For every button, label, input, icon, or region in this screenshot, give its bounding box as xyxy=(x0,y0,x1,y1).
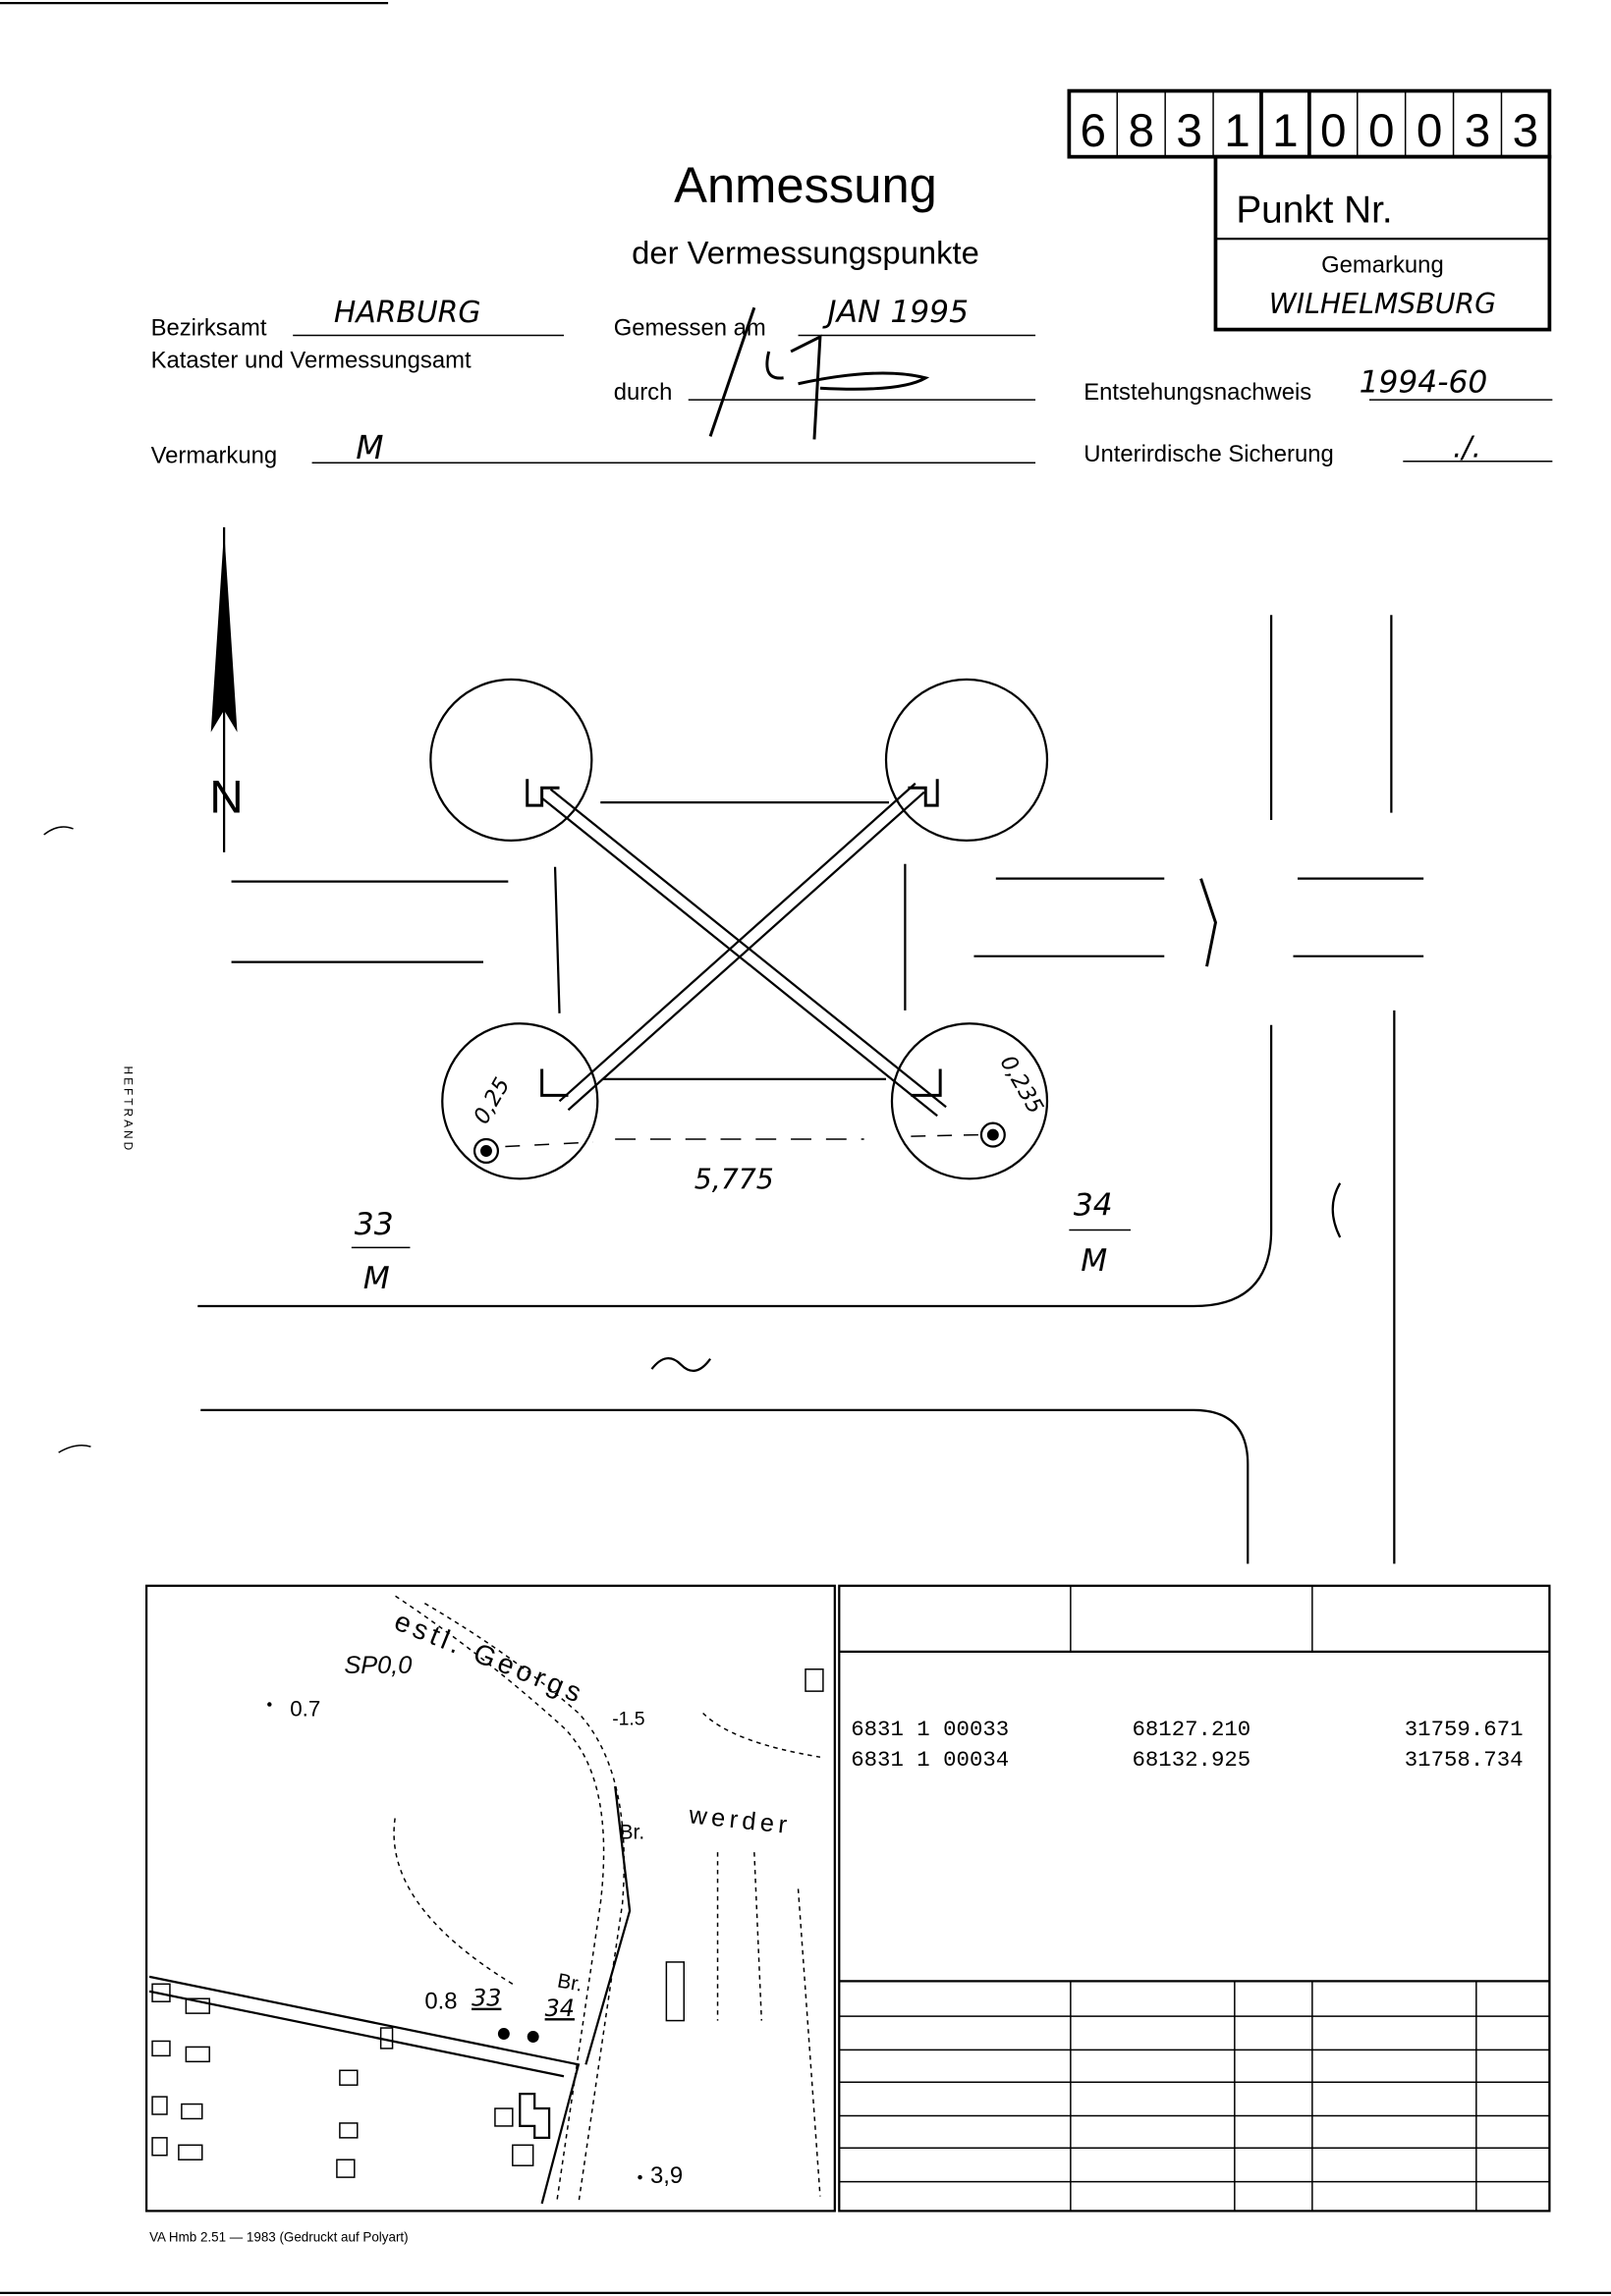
dashed-offset-line xyxy=(911,1133,978,1137)
bezirksamt-value: HARBURG xyxy=(334,296,481,330)
map-label-height: 3,9 xyxy=(650,2162,683,2189)
gemarkung-label: Gemarkung xyxy=(1321,251,1444,278)
diagonal-measure-lines xyxy=(540,782,947,1118)
digit-cell: 1 xyxy=(1224,105,1250,157)
survey-point-marker-icon xyxy=(979,1121,1006,1148)
reference-square xyxy=(553,801,907,1081)
street-name-georgs: estl. Georgs xyxy=(390,1606,589,1711)
circle-bottom-left xyxy=(441,1022,599,1180)
location-map: estl. Georgs werder SP0,0 0.7 -1.5 Br. B… xyxy=(144,1584,836,2213)
gemarkung-value: WILHELMSBURG xyxy=(1269,288,1496,320)
digit-cell: 1 xyxy=(1272,105,1299,157)
circle-top-left xyxy=(429,678,593,843)
north-label: N xyxy=(209,772,243,824)
map-lines xyxy=(393,1595,821,2205)
dist-left: 0,25 xyxy=(469,1073,515,1128)
survey-point-marker-icon xyxy=(472,1137,500,1165)
point-right-mark: M xyxy=(1081,1243,1107,1279)
distance-label: 5,775 xyxy=(694,1164,774,1196)
vermarkung-label: Vermarkung xyxy=(151,442,278,468)
map-building-blocks xyxy=(151,1668,824,2178)
digit-cell: 3 xyxy=(1513,105,1539,157)
gemessen-label: Gemessen am xyxy=(614,315,766,342)
entstehung-label: Entstehungsnachweis xyxy=(1083,379,1311,406)
signature xyxy=(708,306,930,440)
point-left-mark: M xyxy=(363,1261,390,1296)
map-label-height: -1.5 xyxy=(612,1708,644,1729)
point-right-number: 34 xyxy=(1074,1188,1113,1224)
coord-x: 68132.925 xyxy=(1132,1747,1250,1773)
bezirksamt-label: Bezirksamt xyxy=(151,315,267,342)
digit-cell: 0 xyxy=(1320,105,1347,157)
table-frame xyxy=(838,1584,1551,2213)
gemessen-value: JAN 1995 xyxy=(821,295,969,330)
building-corner-icon xyxy=(911,1068,942,1097)
map-label-height: 0.7 xyxy=(290,1696,320,1721)
circle-bottom-right xyxy=(890,1022,1049,1180)
map-solid-lines xyxy=(148,1785,632,2205)
street-name-werder: werder xyxy=(687,1801,793,1839)
table-row: 6831 1 00033 68127.210 31759.671 xyxy=(851,1717,1523,1742)
form-footer: VA Hmb 2.51 — 1983 (Gedruckt auf Polyart… xyxy=(149,2230,409,2245)
digit-cell: 6 xyxy=(1081,105,1107,157)
map-point-marker-icon xyxy=(527,2031,539,2043)
map-point-33: 33 xyxy=(472,1985,501,2012)
vermarkung-value: M xyxy=(356,429,383,466)
kataster-label: Kataster und Vermessungsamt xyxy=(151,347,472,373)
sicherung-value: ./. xyxy=(1453,430,1481,465)
building-corner-icon xyxy=(540,1068,569,1097)
circle-top-right xyxy=(884,678,1049,843)
point-id: 6831 1 00034 xyxy=(851,1747,1009,1773)
map-label-br: Br. xyxy=(556,1970,584,1996)
street-lines xyxy=(197,615,1424,1564)
map-dot xyxy=(638,2174,642,2180)
north-arrow-icon: N xyxy=(209,526,244,852)
table-row: 6831 1 00034 68132.925 31758.734 xyxy=(851,1747,1523,1773)
digit-cell: 0 xyxy=(1368,105,1395,157)
durch-label: durch xyxy=(614,379,673,406)
map-label-br: Br. xyxy=(620,1822,645,1844)
punkt-frame xyxy=(1213,154,1552,332)
punkt-box: Punkt Nr. Gemarkung WILHELMSBURG xyxy=(1213,154,1552,332)
entstehung-value: 1994-60 xyxy=(1360,365,1488,401)
point-left-number: 33 xyxy=(355,1207,394,1242)
dist-right: 0,235 xyxy=(995,1051,1049,1118)
building-corner-icon xyxy=(526,779,560,807)
digit-cell: 0 xyxy=(1417,105,1443,157)
building-corner-icon xyxy=(908,779,939,807)
dashed-offset-line xyxy=(505,1141,593,1148)
page-subtitle: der Vermessungspunkte xyxy=(632,234,979,270)
map-point-marker-icon xyxy=(497,2028,510,2040)
map-frame xyxy=(144,1584,836,2213)
punkt-label: Punkt Nr. xyxy=(1236,190,1392,232)
map-label-height: 0.8 xyxy=(424,1989,457,2015)
coord-x: 68127.210 xyxy=(1132,1717,1250,1742)
coord-y: 31759.671 xyxy=(1405,1717,1524,1742)
map-label-sp: SP0,0 xyxy=(344,1652,412,1679)
map-point-34: 34 xyxy=(545,1995,575,2022)
sicherung-label: Unterirdische Sicherung xyxy=(1083,441,1333,467)
digit-cell: 8 xyxy=(1128,105,1154,157)
page-title: Anmessung xyxy=(674,157,937,213)
map-dot xyxy=(267,1702,272,1707)
lower-grid xyxy=(839,1980,1550,2212)
point-id: 6831 1 00033 xyxy=(851,1717,1009,1742)
digit-cell: 3 xyxy=(1465,105,1491,157)
digit-cell: 3 xyxy=(1176,105,1202,157)
punch-hole-mark xyxy=(43,826,91,1453)
heftrand-label: HEFTRAND xyxy=(122,1066,136,1154)
sketch: N 0,25 0,235 5,775 33 M 34 M xyxy=(43,526,1424,1564)
coord-y: 31758.734 xyxy=(1405,1747,1524,1773)
